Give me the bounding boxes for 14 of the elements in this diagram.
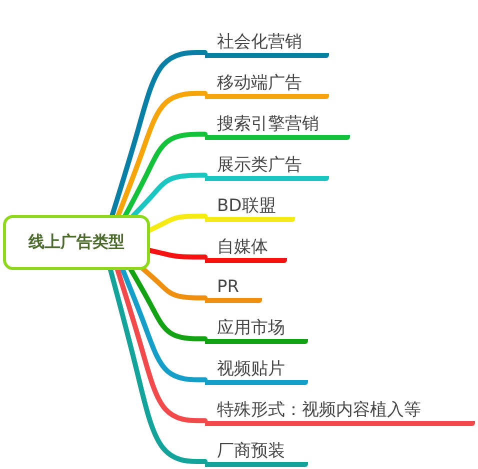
topic-label: 展示类广告 (217, 154, 302, 175)
topic-label: 特殊形式：视频内容植入等 (217, 400, 421, 420)
topic-label: BD联盟 (217, 196, 276, 216)
topic-label: PR (217, 277, 240, 298)
topic-label: 自媒体 (217, 236, 268, 256)
branch-line (140, 266, 208, 300)
topic-label: 应用市场 (217, 318, 285, 338)
root-topic-box (3, 215, 150, 270)
topic-label: 视频贴片 (217, 359, 285, 380)
topic-label: 厂商预装 (217, 441, 285, 461)
topic-label: 搜索引擎营销 (217, 114, 319, 134)
topic-label: 社会化营销 (217, 32, 302, 52)
root-topic-label: 线上广告类型 (28, 232, 124, 253)
topic-label: 移动端广告 (217, 72, 302, 93)
